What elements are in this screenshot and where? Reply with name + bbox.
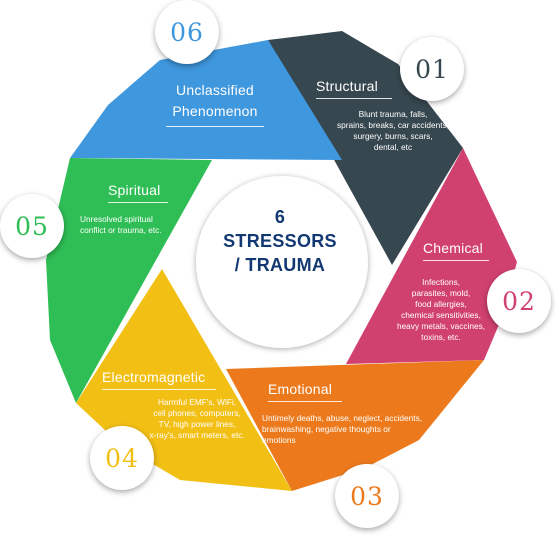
badge-06: 06 bbox=[155, 0, 219, 64]
center-title: 6 STRESSORS / TRAUMA bbox=[223, 207, 337, 275]
segment-title-chemical: Chemical bbox=[423, 240, 489, 261]
segment-unclassified bbox=[70, 40, 342, 160]
segment-desc-spiritual: Unresolved spiritual conflict or trauma,… bbox=[80, 214, 162, 235]
segment-emotional bbox=[226, 360, 484, 491]
badge-05: 05 bbox=[0, 194, 64, 258]
segment-title-electromagnetic: Electromagnetic bbox=[102, 369, 216, 390]
segment-desc-structural: Blunt trauma, falls, sprains, breaks, ca… bbox=[336, 109, 450, 152]
segment-title-unclassified: Unclassified Phenomenon bbox=[166, 80, 264, 127]
segment-chemical bbox=[346, 148, 517, 364]
badge-03: 03 bbox=[335, 464, 399, 528]
segment-desc-emotional: Untimely deaths, abuse, neglect, acciden… bbox=[262, 413, 423, 445]
segment-desc-electromagnetic: Harmful EMF's, WiFi, cell phones, comput… bbox=[149, 397, 245, 440]
segment-spiritual bbox=[46, 158, 212, 403]
segment-title-structural: Structural bbox=[316, 78, 392, 99]
badge-01: 01 bbox=[400, 37, 464, 101]
segment-title-spiritual: Spiritual bbox=[108, 182, 168, 203]
segment-desc-chemical: Infections, parasites, mold, food allerg… bbox=[396, 277, 486, 342]
badge-02: 02 bbox=[487, 269, 551, 333]
segment-title-emotional: Emotional bbox=[268, 381, 342, 402]
center-circle bbox=[196, 176, 368, 348]
badge-04: 04 bbox=[90, 426, 154, 490]
